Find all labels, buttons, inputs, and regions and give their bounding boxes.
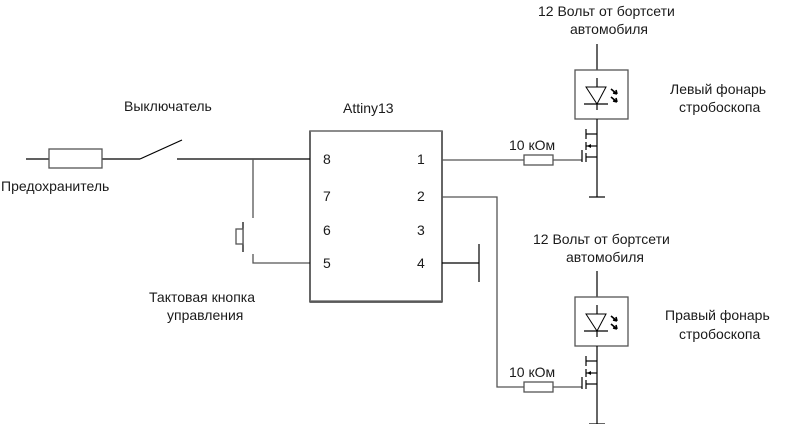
supply-bottom-line1: 12 Вольт от бортсети — [533, 231, 670, 247]
button-label-line1: Тактовая кнопка — [149, 289, 255, 305]
light-arrow-icon — [610, 323, 618, 330]
pin-4: 4 — [417, 255, 425, 271]
attiny13-chip — [309, 130, 443, 303]
lamp-left-group — [574, 44, 629, 198]
supply-bottom-line2: автомобиля — [566, 249, 644, 265]
mosfet-arrow-icon — [587, 371, 591, 375]
fuse-label: Предохранитель — [1, 178, 109, 194]
switch-label: Выключатель — [124, 98, 212, 114]
pin2-wire — [442, 196, 524, 388]
pin-7: 7 — [323, 188, 331, 204]
pin-1: 1 — [417, 151, 425, 167]
resistor-icon — [523, 381, 554, 393]
pin-2: 2 — [417, 188, 425, 204]
light-arrow-icon — [610, 96, 618, 103]
pushbutton-icon — [235, 228, 244, 245]
resistor-top-label: 10 кОм — [509, 137, 555, 153]
button-wire-bottom — [252, 254, 310, 264]
resistor-bottom-label: 10 кОм — [509, 364, 555, 380]
resistor-icon — [523, 154, 554, 166]
light-arrow-icon — [610, 88, 618, 95]
lamp-right-line2: стробоскопа — [679, 326, 760, 342]
button-label-line2: управления — [167, 307, 243, 323]
pin-3: 3 — [417, 222, 425, 238]
supply-top-line2: автомобиля — [570, 21, 648, 37]
pin-5: 5 — [323, 255, 331, 271]
supply-top-line1: 12 Вольт от бортсети — [538, 3, 675, 19]
pin-8: 8 — [323, 151, 331, 167]
diode-triangle — [585, 313, 607, 332]
fuse-icon — [48, 148, 103, 169]
lamp-right-line1: Правый фонарь — [665, 307, 770, 323]
lamp-left-line1: Левый фонарь — [670, 81, 766, 97]
chip-label: Attiny13 — [343, 100, 394, 116]
switch-icon — [139, 139, 183, 160]
light-arrow-icon — [610, 315, 618, 322]
pin-6: 6 — [323, 222, 331, 238]
lamp-left-line2: стробоскопа — [679, 99, 760, 115]
mosfet-arrow-icon — [587, 144, 591, 148]
lamp-right-group — [574, 271, 629, 424]
diode-triangle — [585, 86, 607, 105]
